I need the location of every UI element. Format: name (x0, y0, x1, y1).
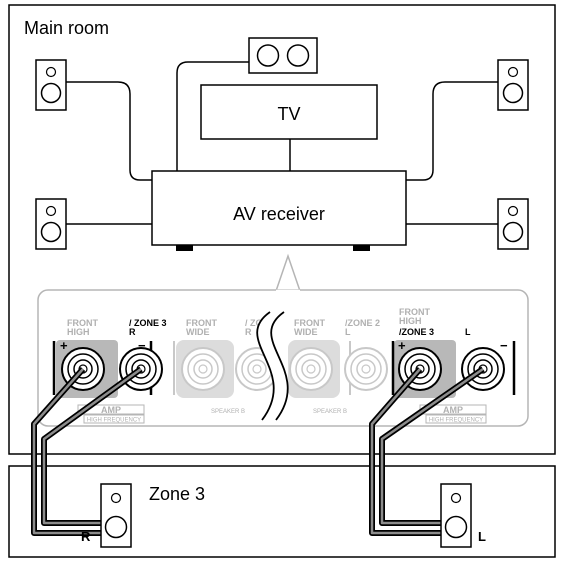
terminal-7-line3: /ZONE 3 (399, 327, 434, 337)
plus-sign-2: + (398, 338, 406, 353)
terminal-8-line1: L (465, 327, 471, 337)
hf-box-right (425, 414, 487, 424)
av-receiver (151, 170, 407, 251)
amp-label-left: AMP (101, 405, 121, 415)
speaker-center (248, 37, 318, 74)
terminal-4-line2: R (245, 327, 252, 337)
zone3-room-boundary (8, 465, 556, 558)
minus-sign-2: − (500, 338, 508, 353)
speaker-front-right (497, 59, 529, 111)
hf-box-left (83, 414, 145, 424)
terminal-7-line1: FRONT (399, 307, 430, 317)
tv (200, 84, 378, 140)
speaker-surround-left (35, 198, 67, 250)
receiver-label: AV receiver (233, 204, 325, 224)
post-front-wide-plus (181, 347, 225, 391)
minus-sign-1: − (138, 338, 146, 353)
terminal-2-line1: / ZONE 3 (129, 318, 167, 328)
terminal-3-line2: WIDE (186, 327, 210, 337)
terminal-2-line2: R (129, 327, 136, 337)
callout-pointer (275, 253, 301, 292)
tv-label: TV (277, 104, 300, 124)
terminal-5-line1: FRONT (294, 318, 325, 328)
main-room-label: Main room (24, 18, 109, 38)
amp-label-right: AMP (443, 405, 463, 415)
hf-label-left: HIGH FREQUENCY (87, 418, 141, 424)
post-zone2-l (344, 347, 388, 391)
hf-label-right: HIGH FREQUENCY (429, 418, 483, 424)
zone3-speaker-left-label: L (478, 529, 486, 544)
terminal-3-line1: FRONT (186, 318, 217, 328)
terminal-7-line2: HIGH (399, 316, 422, 326)
zone3-cable-left (369, 366, 485, 536)
plus-sign-1: + (60, 338, 68, 353)
zone3-label: Zone 3 (149, 484, 205, 504)
terminal-4-line1: / ZO (245, 318, 263, 328)
terminal-6-line1: /ZONE 2 (345, 318, 380, 328)
zone3-speaker-left (440, 483, 472, 548)
zone3-speaker-right (100, 483, 132, 548)
speaker-b-label-1: SPEAKER B (211, 409, 245, 415)
terminal-1-line2: HIGH (67, 327, 90, 337)
terminal-1-line1: FRONT (67, 318, 98, 328)
terminal-6-line2: L (345, 327, 351, 337)
zone3-cable-right (31, 366, 143, 536)
panel-break (256, 311, 289, 421)
terminal-5-line2: WIDE (294, 327, 318, 337)
speaker-surround-right (497, 198, 529, 250)
zone3-speaker-right-label: R (81, 529, 91, 544)
speaker-front-left (35, 59, 67, 111)
speaker-b-label-2: SPEAKER B (313, 409, 347, 415)
main-room-wiring (66, 61, 498, 225)
post-front-wide-l (289, 347, 333, 391)
amp-box-left (77, 404, 145, 415)
